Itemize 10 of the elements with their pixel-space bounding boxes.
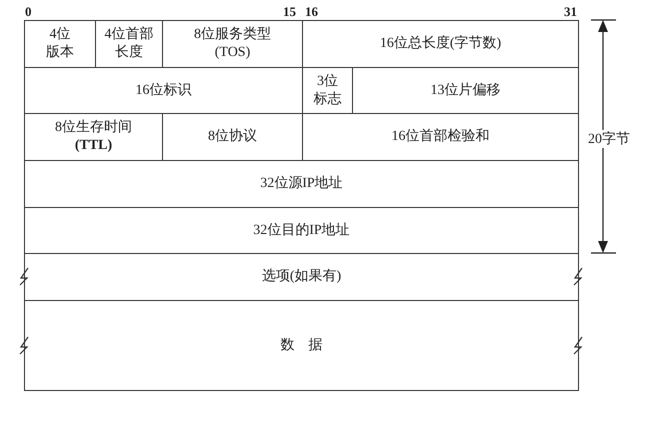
field-cell: 32位目的IP地址 [24,207,579,254]
field-cell: 32位源IP地址 [24,160,579,208]
field-cell: 数 据 [24,300,579,391]
bit-number: 16 [305,4,318,20]
field-cell: 16位总长度(字节数) [302,20,579,68]
bit-number: 31 [564,4,577,20]
field-cell: 4位版本 [24,20,96,68]
bit-number: 0 [25,4,32,20]
bit-number: 15 [283,4,296,20]
field-cell: 选项(如果有) [24,253,579,301]
